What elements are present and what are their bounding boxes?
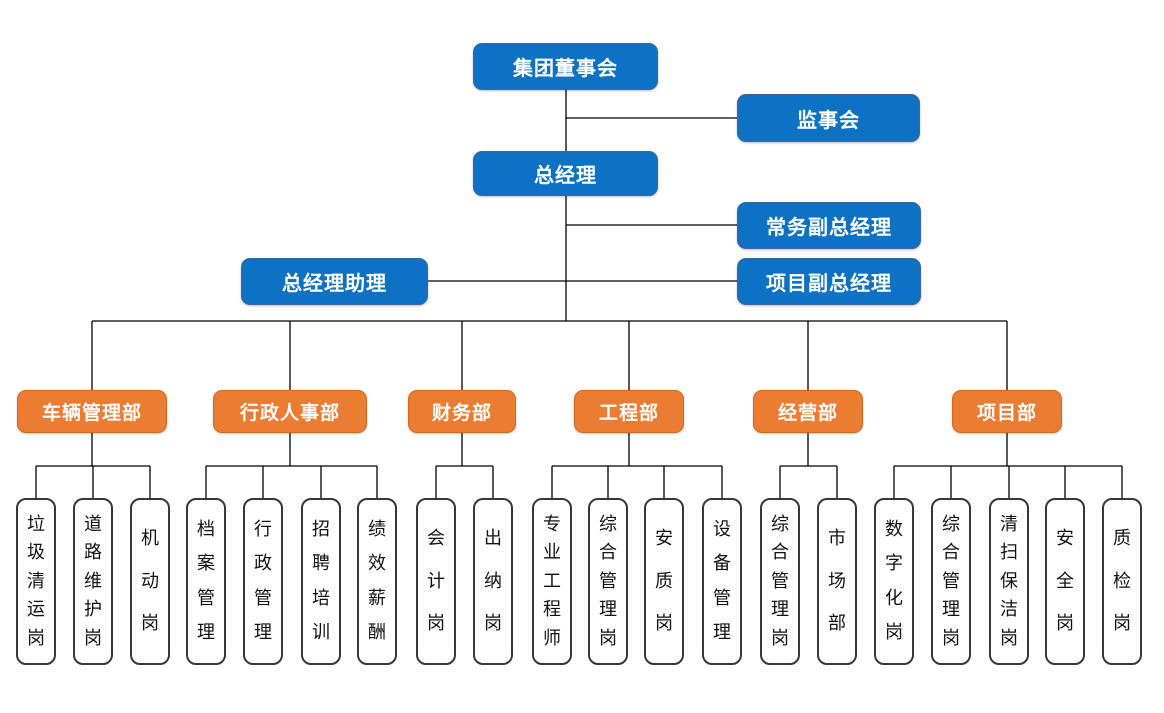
position-mobile: 机动岗 bbox=[130, 498, 170, 665]
position-digitalization: 数字化岗 bbox=[874, 498, 914, 665]
position-recruit-training: 招聘培训 bbox=[301, 498, 341, 665]
dept-project: 项目部 bbox=[952, 390, 1062, 433]
dept-engineering: 工程部 bbox=[574, 390, 684, 433]
position-general-management-proj: 综合管理岗 bbox=[931, 498, 971, 665]
position-archives-management: 档案管理 bbox=[186, 498, 226, 665]
node-executive-deputy-gm: 常务副总经理 bbox=[737, 202, 921, 249]
position-quality-inspection: 质检岗 bbox=[1102, 498, 1142, 665]
dept-operations: 经营部 bbox=[753, 390, 863, 433]
position-general-management-ops: 综合管理岗 bbox=[760, 498, 800, 665]
position-cleaning: 清扫保洁岗 bbox=[989, 498, 1029, 665]
position-market: 市场部 bbox=[817, 498, 857, 665]
position-professional-engineer: 专业工程师 bbox=[532, 498, 572, 665]
node-general-manager: 总经理 bbox=[473, 151, 658, 196]
node-board: 集团董事会 bbox=[473, 43, 658, 90]
node-supervisory-board: 监事会 bbox=[737, 94, 920, 142]
position-performance-payroll: 绩效薪酬 bbox=[357, 498, 397, 665]
position-safety: 安全岗 bbox=[1045, 498, 1085, 665]
dept-vehicle-management: 车辆管理部 bbox=[17, 390, 167, 433]
position-road-maintenance: 道路维护岗 bbox=[73, 498, 113, 665]
node-gm-assistant: 总经理助理 bbox=[241, 258, 428, 305]
position-safety-quality: 安质岗 bbox=[644, 498, 684, 665]
position-garbage-collection: 垃圾清运岗 bbox=[16, 498, 56, 665]
position-admin-management: 行政管理 bbox=[243, 498, 283, 665]
dept-finance: 财务部 bbox=[408, 390, 516, 433]
node-project-deputy-gm: 项目副总经理 bbox=[737, 258, 921, 305]
dept-admin-hr: 行政人事部 bbox=[213, 390, 367, 433]
position-general-management-eng: 综合管理岗 bbox=[588, 498, 628, 665]
position-cashier: 出纳岗 bbox=[473, 498, 513, 665]
position-accountant: 会计岗 bbox=[416, 498, 456, 665]
position-equipment-management: 设备管理 bbox=[702, 498, 742, 665]
